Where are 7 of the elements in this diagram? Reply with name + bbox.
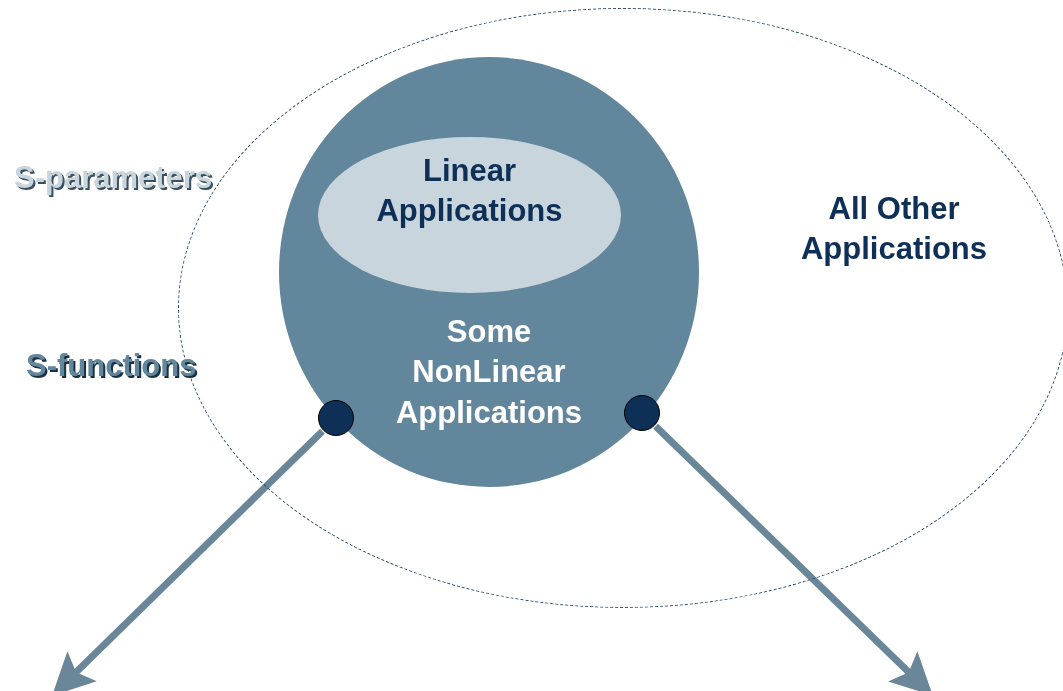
label: S-parameters bbox=[14, 160, 213, 196]
ellipse-label: All Other Applications bbox=[800, 190, 988, 269]
circle-label: Some NonLinear Applications bbox=[395, 313, 583, 432]
label: S-functions bbox=[26, 348, 197, 384]
ellipse-label: Linear Applications bbox=[375, 152, 564, 231]
arrow bbox=[653, 423, 933, 691]
arrow bbox=[52, 428, 325, 691]
